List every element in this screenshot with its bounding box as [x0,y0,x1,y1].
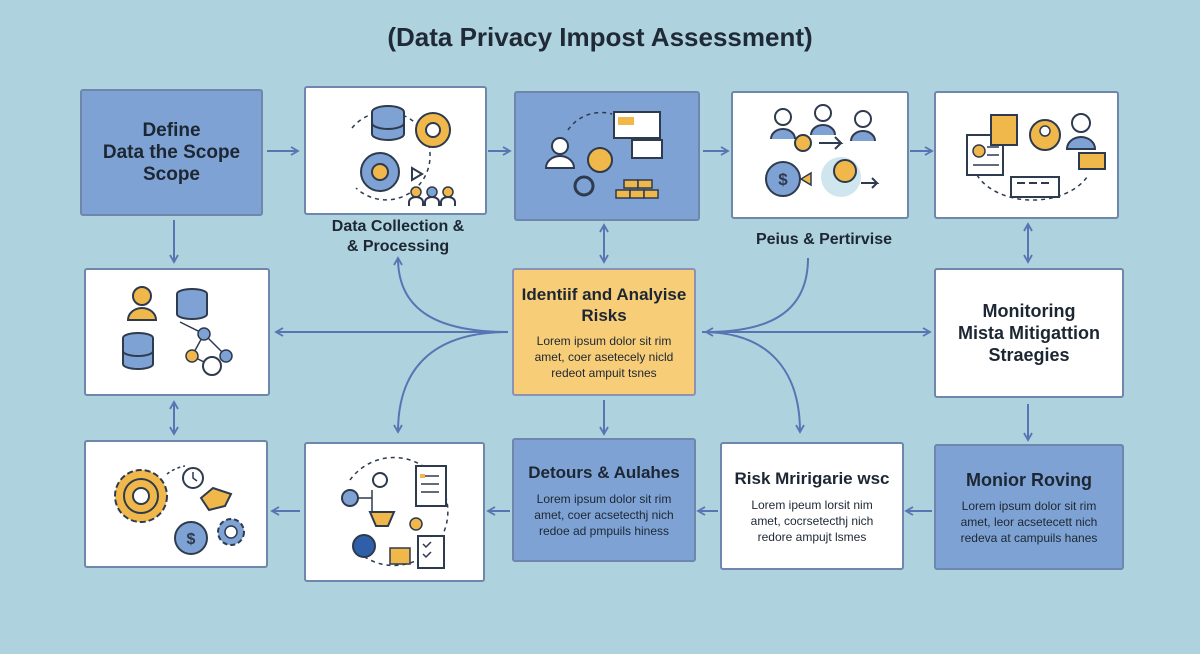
documents-box [934,91,1119,219]
monitoring-heading-1: Monitoring [982,301,1076,321]
risk-mitigation-body-2: amet, cocrsetecthj nich [750,513,874,528]
risk-mitigation-body-1: Lorem ipeum lorsit nim [751,497,873,512]
risk-mitigation-body-3: redore ampujt lsmes [757,529,867,544]
monior-roving-body-3: redeva at campuils hanes [960,530,1098,545]
define-scope-line-2: Data the Scope [102,141,241,163]
identify-risks-body-3: redeot ampuit tsnes [551,365,657,380]
monitoring-box: Monitoring Mista Mitigattion Straegies [934,268,1124,398]
gears-money-handshake-icon: $ [114,465,245,555]
database-network-box [84,268,270,396]
person-screens-gears-icon [544,111,663,199]
gears-money-box: $ [84,440,268,568]
identify-risks-heading-2: Risks [581,305,627,325]
risk-mitigation-heading: Risk Mririgarie wsc [734,468,890,488]
curve-identify-to-risk [701,331,805,434]
detours-box: Detours & Aulahes Lorem ipsum dolor sit … [512,438,696,562]
detours-body-3: redoe ad pmpuils hiness [538,523,670,538]
define-scope-line-1: Define [142,119,201,141]
data-collection-caption-line-2: & Processing [346,238,450,255]
database-gears-people-icon [350,104,456,206]
pelus-box: $ [731,91,909,219]
documents-person-handshake-icon [965,113,1106,201]
curve-collection-to-identify [393,256,509,333]
monitoring-heading-3: Straegies [988,345,1070,365]
monior-roving-heading: Monior Roving [966,469,1092,490]
detours-body-1: Lorem ipsum dolor sit rim [536,491,672,506]
monitoring-heading-2: Mista Mitigattion [958,323,1100,343]
monior-roving-body-1: Lorem ipsum dolor sit rim [961,498,1097,513]
data-collection-caption: Data Collection & & Processing [300,217,496,257]
svg-text:$: $ [778,170,788,189]
detours-heading: Detours & Aulahes [528,462,680,482]
risk-mitigation-box: Risk Mririgarie wsc Lorem ipeum lorsit n… [720,442,904,570]
data-collection-caption-line-1: Data Collection & [331,218,465,235]
pelus-caption: Peius & Pertirvise [755,231,893,248]
page-title: (Data Privacy Impost Assessment) [387,22,813,52]
database-network-icon [122,286,233,376]
monior-roving-body-2: amet, leor acsetecett nich [960,514,1098,529]
curve-pelus-to-identify [704,257,809,337]
workflow-box [304,442,485,582]
identify-risks-body-2: amet, coer asetecely nicld [534,349,674,364]
analysis-box [514,91,700,221]
define-scope-line-3: Scope [142,163,200,185]
curve-identify-to-bottom-left [393,331,509,434]
identify-risks-body-1: Lorem ipsum dolor sit rim [536,333,672,348]
identify-risks-box: Identiif and Analyise Risks Lorem ipsum … [512,268,696,396]
data-collection-box [304,86,487,215]
svg-text:$: $ [187,531,196,548]
workflow-checklist-icon [340,456,449,569]
define-scope-box: Define Data the Scope Scope [80,89,263,216]
people-money-exchange-icon: $ [765,104,880,197]
monior-roving-box: Monior Roving Lorem ipsum dolor sit rim … [934,444,1124,570]
detours-body-2: amet, coer acsetecthj nich [534,507,674,522]
identify-risks-heading-1: Identiif and Analyise [521,284,687,304]
